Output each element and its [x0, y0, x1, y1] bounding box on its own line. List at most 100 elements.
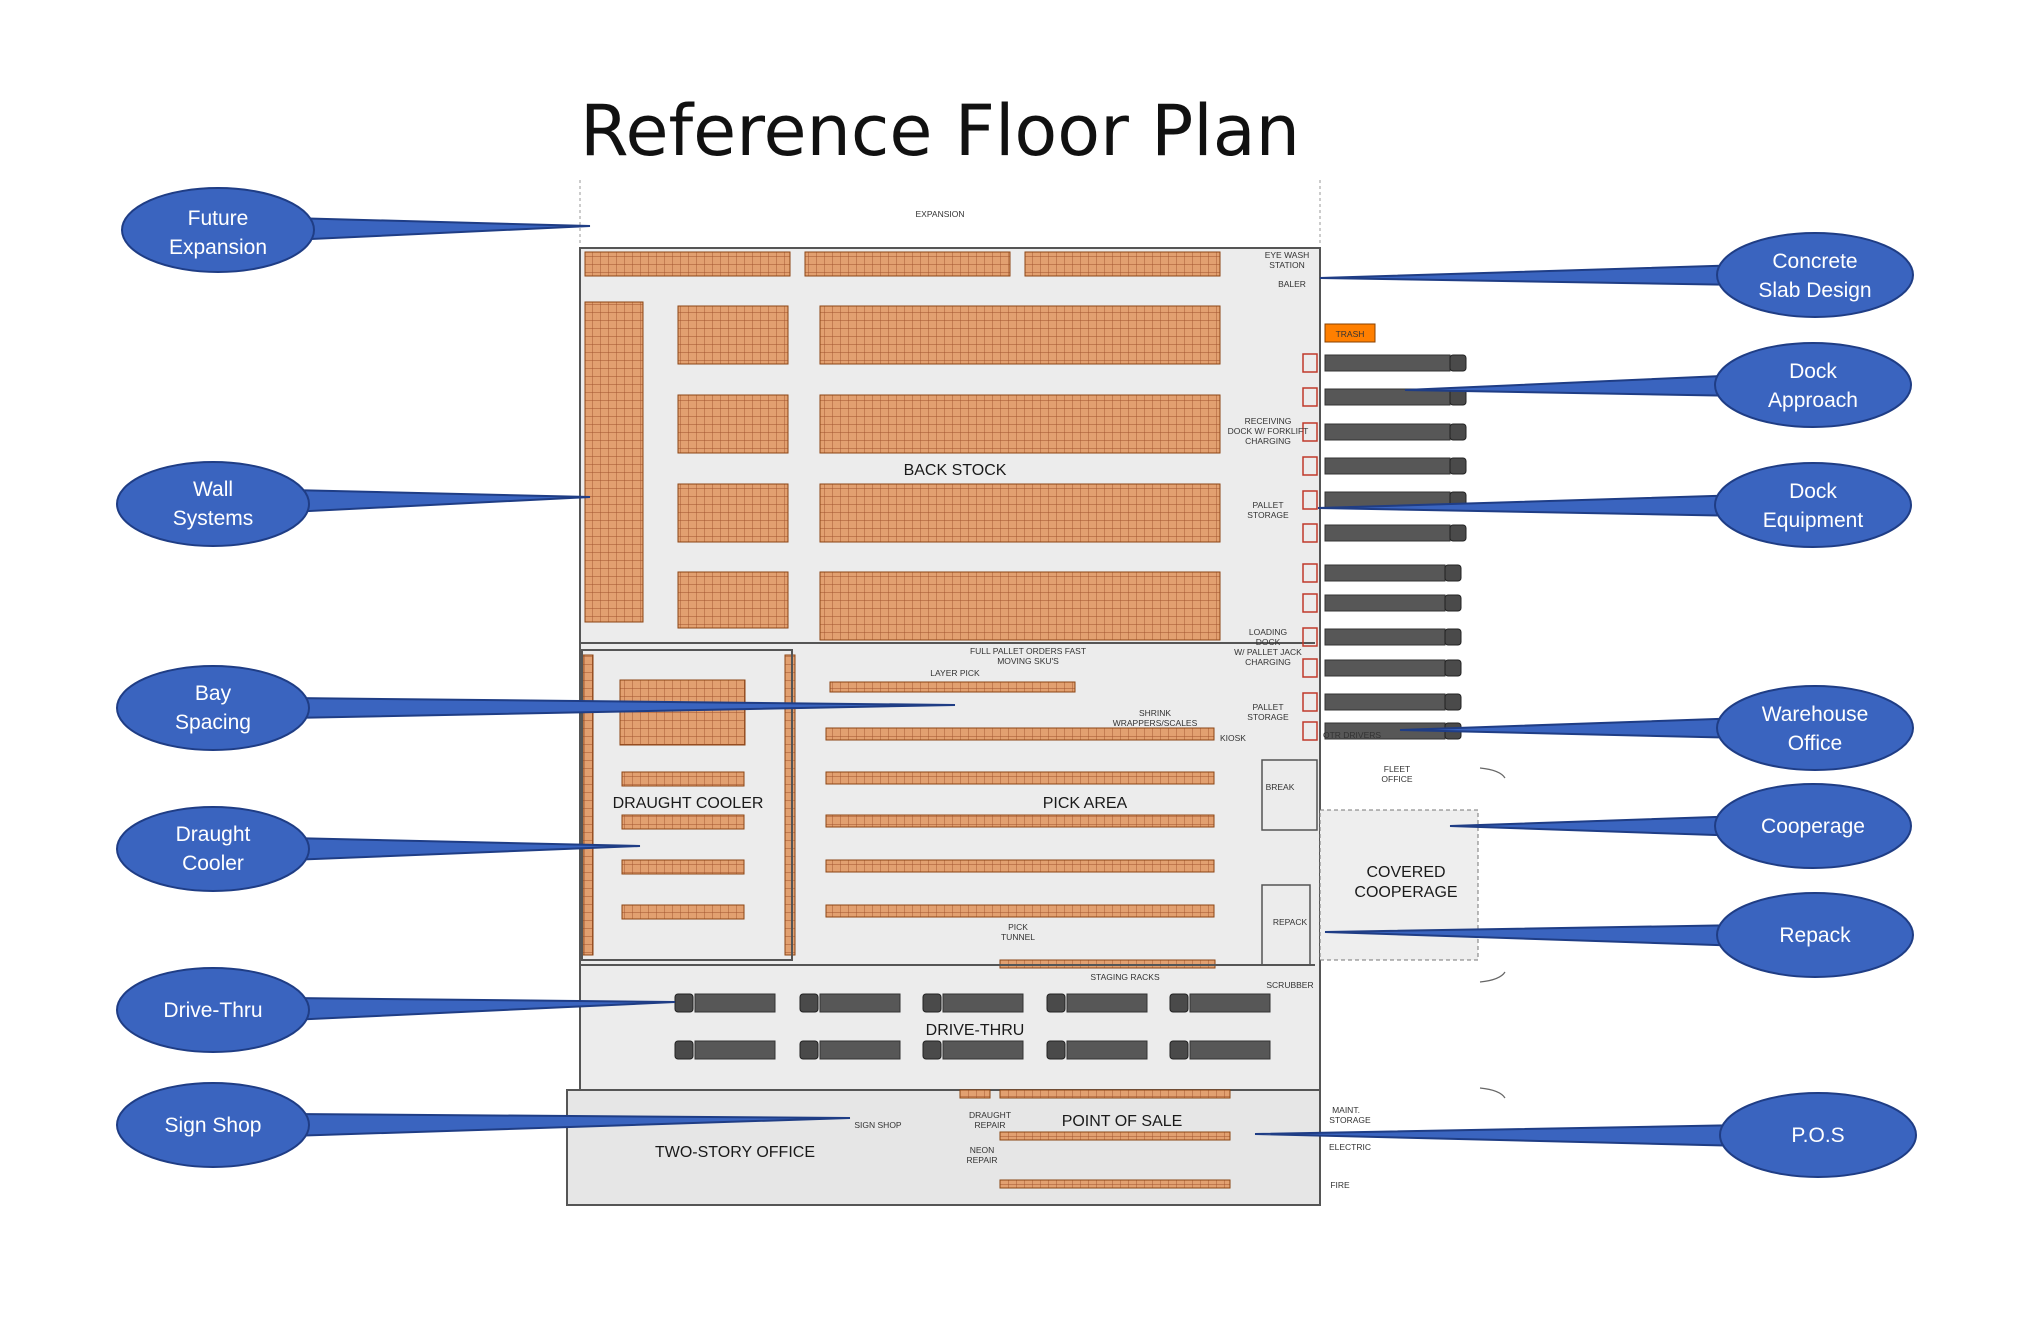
rack-block — [582, 654, 594, 956]
full-pallet-label-2: MOVING SKU'S — [997, 656, 1059, 666]
callout-draught-cooler: Draught Cooler — [116, 806, 641, 892]
dock-truck — [1324, 594, 1446, 612]
drive-thru-truck-cab — [922, 1040, 942, 1060]
rack-block — [621, 859, 745, 875]
trash-dumpster — [1324, 323, 1376, 343]
layer-pick-label: LAYER PICK — [930, 668, 980, 678]
draught-cooler-label: DRAUGHT COOLER — [613, 795, 764, 812]
dock-truck — [1324, 423, 1451, 441]
draught-repair-label-2: REPAIR — [974, 1120, 1005, 1130]
rack-block — [819, 394, 1221, 454]
callout-wall-systems: Wall Systems — [116, 461, 591, 547]
eye-wash-label-1: EYE WASH — [1265, 250, 1310, 260]
electric-label: ELECTRIC — [1329, 1142, 1371, 1152]
callout-warehouse-office: Warehouse Office — [1399, 685, 1914, 771]
rack-block — [621, 771, 745, 787]
rack-block — [621, 904, 745, 920]
rack-block — [825, 814, 1215, 828]
scrubber-label: SCRUBBER — [1266, 980, 1313, 990]
drive-thru-truck-cab — [799, 993, 819, 1013]
callout-future-expansion: Future Expansion — [121, 187, 591, 273]
callouts: Future Expansion Wall Systems Bay Spacin… — [116, 187, 1917, 1178]
callout-pos: P.O.S — [1254, 1092, 1917, 1178]
drive-thru-truck — [1066, 1040, 1148, 1060]
otr-drivers-label: OTR DRIVERS — [1323, 730, 1381, 740]
sign-shop-label: SIGN SHOP — [854, 1120, 902, 1130]
page-title: Reference Floor Plan — [579, 90, 1301, 172]
covered-cooperage-label-1: COVERED — [1366, 864, 1445, 881]
dock-door — [1302, 456, 1318, 476]
fire-label: FIRE — [1330, 1180, 1350, 1190]
callout-warehouse-office-line2: Office — [1788, 732, 1842, 755]
maint-storage-label-1: MAINT. — [1332, 1105, 1360, 1115]
rack-block — [829, 681, 1076, 693]
dock-door — [1302, 692, 1318, 712]
kiosk-label: KIOSK — [1220, 733, 1246, 743]
rack-block — [621, 814, 745, 830]
callout-dock-approach-line1: Dock — [1789, 360, 1837, 383]
dock-truck-cab — [1449, 524, 1467, 542]
staging-racks-label: STAGING RACKS — [1090, 972, 1160, 982]
receiving-label-1: RECEIVING — [1245, 416, 1292, 426]
drive-thru-truck-cab — [674, 993, 694, 1013]
rack-block — [825, 904, 1215, 918]
dock-truck — [1324, 693, 1446, 711]
callout-dock-equipment-line2: Equipment — [1763, 509, 1864, 532]
fleet-office-label-1: FLEET — [1384, 764, 1410, 774]
drive-thru-label: DRIVE-THRU — [926, 1022, 1025, 1039]
maint-storage-label-2: STORAGE — [1329, 1115, 1371, 1125]
callout-concrete-slab: Concrete Slab Design — [1319, 232, 1914, 318]
expansion-label: EXPANSION — [916, 209, 965, 219]
dock-truck-cab — [1444, 693, 1462, 711]
dock-door — [1302, 563, 1318, 583]
shrink-label-2: WRAPPERS/SCALES — [1113, 718, 1198, 728]
drive-thru-truck — [1066, 993, 1148, 1013]
dock-truck-cab — [1444, 628, 1462, 646]
shrink-label-1: SHRINK — [1139, 708, 1171, 718]
drive-thru-truck-cab — [1169, 1040, 1189, 1060]
callout-drive-thru: Drive-Thru — [116, 967, 676, 1053]
rack-block — [819, 305, 1221, 365]
dock-door — [1302, 593, 1318, 613]
dock-door — [1302, 721, 1318, 741]
two-story-office-label: TWO-STORY OFFICE — [655, 1144, 815, 1161]
rack-block — [819, 483, 1221, 543]
interior-walls — [580, 642, 1318, 966]
rack-block — [1024, 251, 1221, 277]
dock-door — [1302, 658, 1318, 678]
callout-repack: Repack — [1324, 892, 1914, 978]
drive-thru-truck-cab — [674, 1040, 694, 1060]
drive-thru-truck-cab — [1046, 1040, 1066, 1060]
drive-thru-truck-cab — [1169, 993, 1189, 1013]
callout-future-expansion-line1: Future — [188, 207, 249, 230]
callout-future-expansion-line2: Expansion — [169, 236, 267, 259]
drive-thru-truck-cab — [1046, 993, 1066, 1013]
rack-block — [999, 1131, 1231, 1141]
drive-thru-truck — [1189, 993, 1271, 1013]
callout-pos-line1: P.O.S — [1791, 1124, 1844, 1147]
receiving-label-2: DOCK W/ FORKLIFT — [1228, 426, 1309, 436]
drive-thru-truck — [694, 1040, 776, 1060]
callout-bay-spacing: Bay Spacing — [116, 665, 956, 751]
dock-truck-cab — [1449, 423, 1467, 441]
warehouse-floor — [579, 247, 1321, 1099]
dock-door — [1302, 627, 1318, 647]
dock-truck — [1324, 564, 1446, 582]
rack-block — [825, 727, 1215, 741]
pick-tunnel-label-1: PICK — [1008, 922, 1028, 932]
callout-concrete-slab-line2: Slab Design — [1758, 279, 1871, 302]
rack-block — [584, 301, 644, 623]
pallet-storage-1-label-1: PALLET — [1252, 500, 1283, 510]
drive-thru-truck — [942, 1040, 1024, 1060]
drive-thru-truck — [694, 993, 776, 1013]
racking-group — [582, 251, 1231, 1189]
callout-drive-thru-line1: Drive-Thru — [163, 999, 262, 1022]
drive-thru-truck-cab — [799, 1040, 819, 1060]
dock-truck-cab — [1449, 354, 1467, 372]
back-stock-label: BACK STOCK — [904, 462, 1007, 479]
dock-truck-cab — [1444, 659, 1462, 677]
callout-concrete-slab-line1: Concrete — [1772, 250, 1857, 273]
draught-repair-label-1: DRAUGHT — [969, 1110, 1011, 1120]
dock-truck — [1324, 354, 1451, 372]
neon-repair-label-1: NEON — [970, 1145, 995, 1155]
